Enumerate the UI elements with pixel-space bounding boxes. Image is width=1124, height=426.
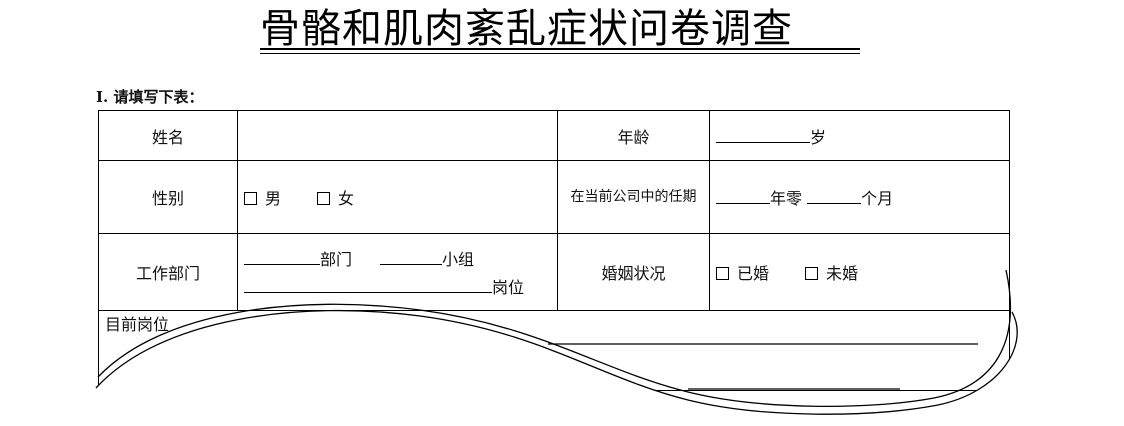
dept-unit: 部门 <box>320 250 353 269</box>
current-post-label: 目前岗位 <box>105 315 170 334</box>
marital-label: 婚姻状况 <box>557 233 710 311</box>
gender-male-label: 男 <box>265 189 282 208</box>
dept-field: 部门 小组 岗位 <box>237 233 558 311</box>
title-underline-second <box>260 53 860 54</box>
checkbox-unmarried[interactable] <box>805 267 819 280</box>
tenure-month-unit: 个月 <box>861 189 894 208</box>
gender-options: 男女 <box>237 160 558 234</box>
name-label: 姓名 <box>98 110 238 161</box>
dept-line: 部门 小组 <box>244 246 551 270</box>
age-field: 岁 <box>709 110 1010 161</box>
checkbox-male[interactable] <box>244 192 257 205</box>
section-number: I. <box>96 88 109 106</box>
tenure-month-blank[interactable] <box>807 188 862 204</box>
gender-female-label: 女 <box>338 189 355 208</box>
form-row-gender-tenure: 性别 男女 在当前公司中的任期 年零 个月 <box>98 160 1010 234</box>
group-blank[interactable] <box>380 249 443 265</box>
post-unit: 岗位 <box>492 278 525 297</box>
title-underline <box>260 48 860 50</box>
post-line: 岗位 <box>244 274 551 298</box>
tenure-year-blank[interactable] <box>716 188 770 204</box>
post-blank[interactable] <box>244 277 492 293</box>
section-heading: I. 请填写下表： <box>96 86 204 107</box>
checkbox-female[interactable] <box>317 192 331 205</box>
age-unit: 岁 <box>810 127 827 147</box>
dept-blank[interactable] <box>244 249 320 265</box>
marital-married-label: 已婚 <box>737 264 770 283</box>
group-unit: 小组 <box>442 250 475 269</box>
page-title: 骨骼和肌肉紊乱症状问卷调查 <box>260 6 793 52</box>
checkbox-married[interactable] <box>716 267 729 280</box>
tenure-field: 年零 个月 <box>709 160 1010 234</box>
tenure-year-unit: 年零 <box>770 189 803 208</box>
section-label: 请填写下表： <box>113 88 204 106</box>
age-blank[interactable] <box>716 127 810 143</box>
marital-unmarried-label: 未婚 <box>826 264 859 283</box>
